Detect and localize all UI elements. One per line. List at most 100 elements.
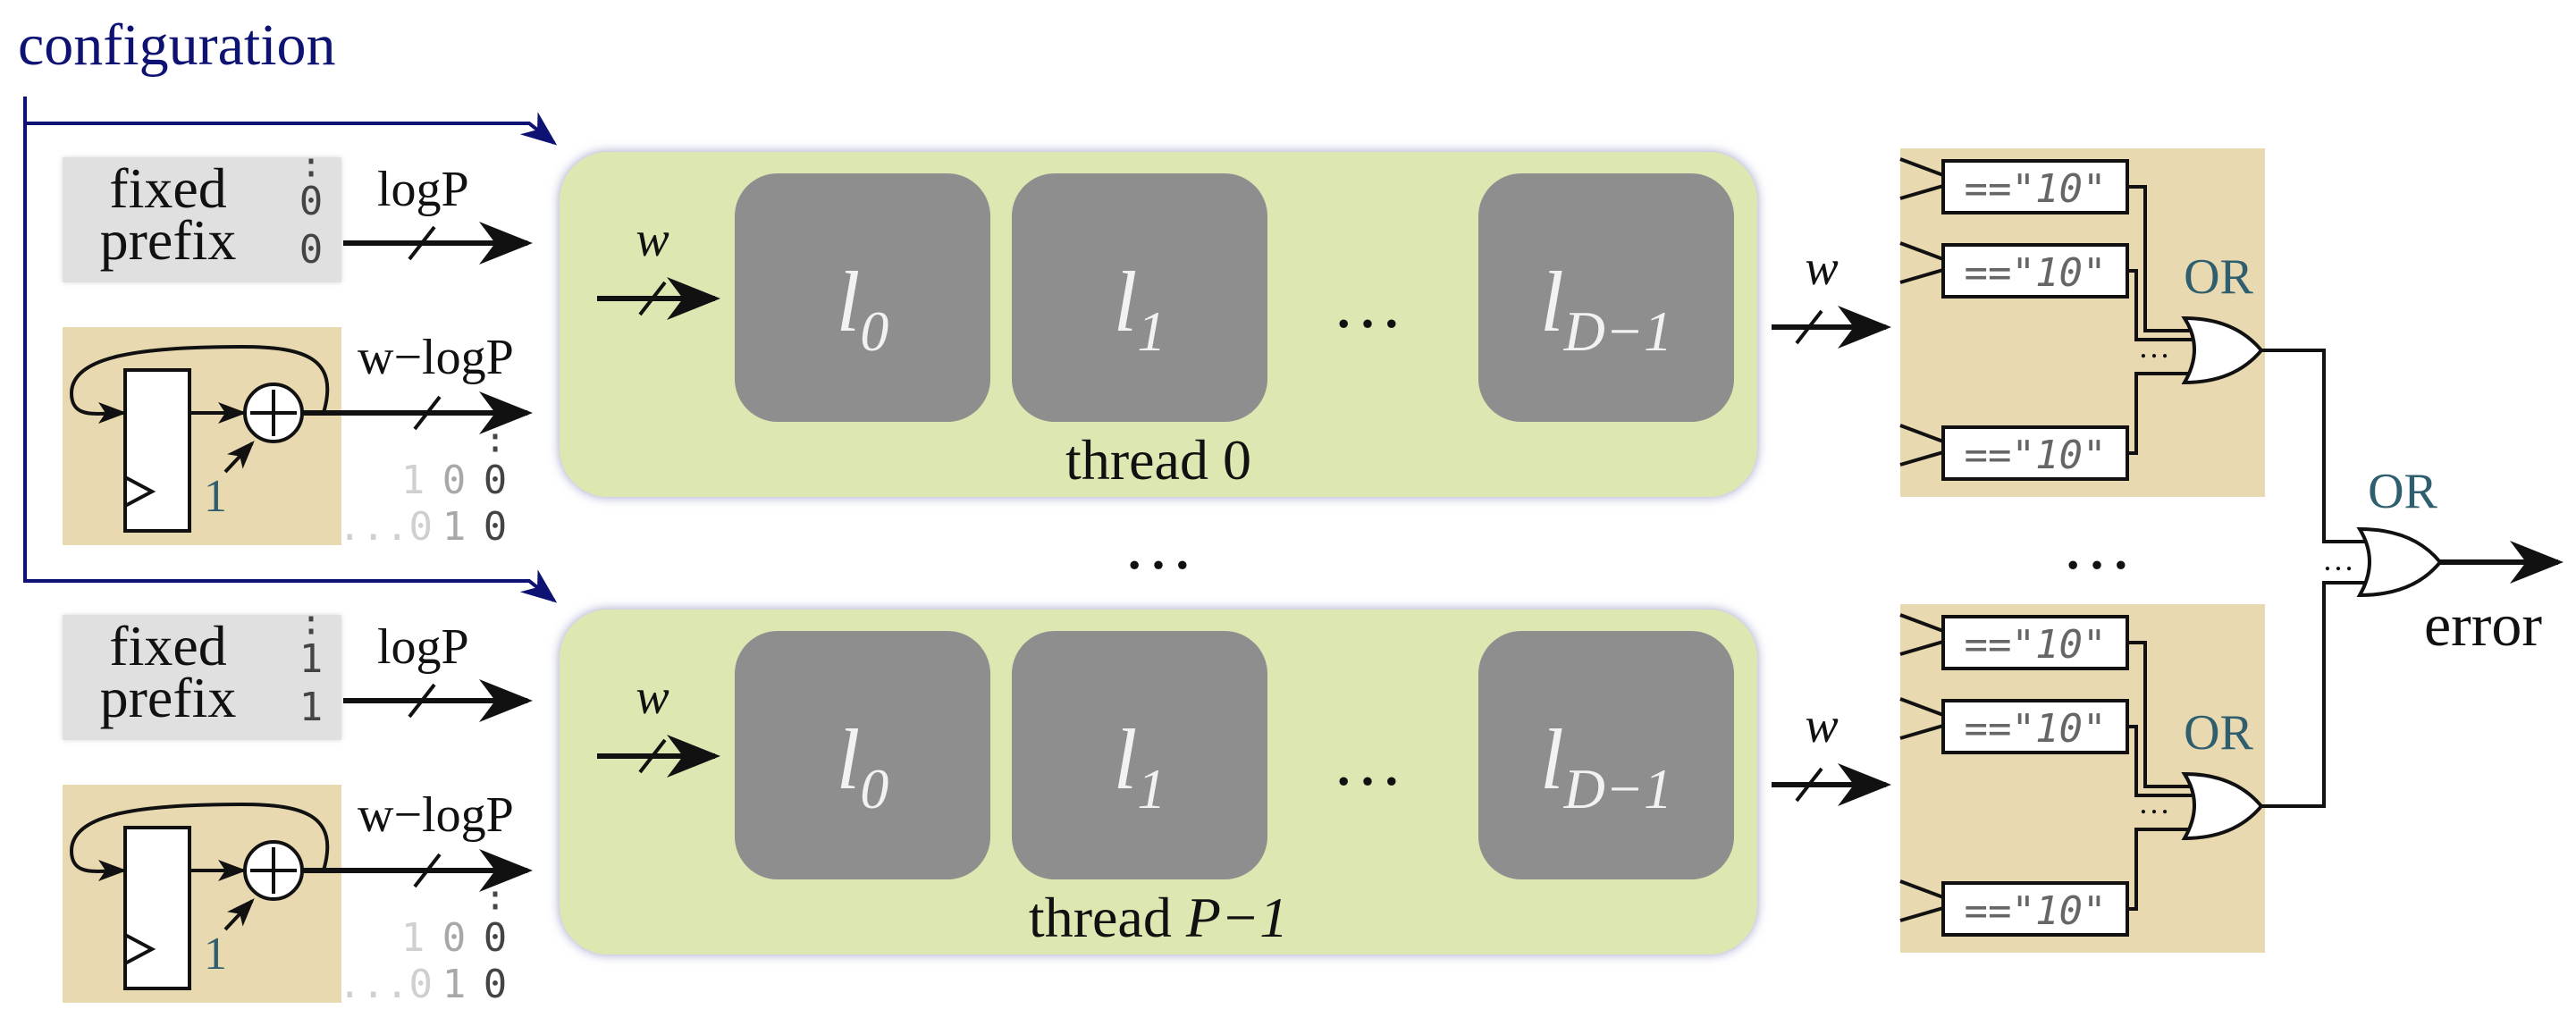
counter-0-dots: ∶ <box>484 422 506 463</box>
fixed-prefix-1-bit-0: 1 <box>299 636 324 682</box>
counter-1: 1 <box>63 785 341 1003</box>
thread-0-lane-last-sub: D−1 <box>1563 299 1672 363</box>
counter-0-row1-bit-0: 1 <box>401 458 425 503</box>
thread-0-wlogp-bus-slash <box>413 395 442 431</box>
fixed-prefix-0: fixed prefix ∶ 0 0 <box>63 147 341 282</box>
checker-0-ellipsis: … <box>2138 329 2170 365</box>
fixed-prefix-0-dots: ∶ <box>300 147 322 188</box>
thread-1-lane-1-base: l <box>1114 711 1138 807</box>
counter-0-row1-bit-1: 0 <box>442 458 467 503</box>
checker-1-or-gate-icon <box>2181 771 2264 841</box>
thread-1-lane-last-sub: D−1 <box>1563 757 1672 820</box>
counter-0: 1 <box>63 327 341 545</box>
thread-1-lane-1: l1 <box>1012 631 1267 879</box>
svg-text:thread P−1: thread P−1 <box>1029 886 1288 949</box>
thread-1-lane-last-base: l <box>1540 711 1564 807</box>
checker-0-or-gate-icon <box>2181 315 2264 385</box>
counter-1-row1-bit-2: 0 <box>484 915 508 961</box>
checker-0-compare-2-text: =="10" <box>1965 433 2107 478</box>
thread-0-label-index: 0 <box>1223 428 1251 492</box>
thread-1-lane-ellipsis: … <box>1332 722 1403 801</box>
thread-0-wlogp-label: w−logP <box>358 330 514 385</box>
thread-0-group: fixed prefix ∶ 0 0 logP 1 w−logP ∶ <box>63 147 2265 550</box>
svg-text:lD−1: lD−1 <box>1540 711 1672 820</box>
threads-ellipsis: … <box>1123 506 1194 584</box>
checker-1-compare-2-text: =="10" <box>1965 888 2107 934</box>
thread-0-lane-1-sub: 1 <box>1137 299 1166 363</box>
thread-1-output-label: w <box>1805 698 1838 753</box>
final-or-gate-icon <box>2356 526 2443 598</box>
checker-0-compare-1-text: =="10" <box>1965 250 2107 296</box>
final-or-label: OR <box>2368 464 2437 519</box>
counter-0-row2-bit-0: ...0 <box>338 504 433 550</box>
counter-0-increment: 1 <box>204 471 227 522</box>
svg-text:l1: l1 <box>1114 711 1166 820</box>
svg-text:l0: l0 <box>837 711 889 820</box>
checker-1-or-label: OR <box>2184 705 2253 761</box>
counter-1-row2-bit-1: 1 <box>442 962 467 1007</box>
fixed-prefix-0-bit-0: 0 <box>299 179 324 224</box>
svg-text:l1: l1 <box>1114 254 1166 363</box>
checker-1-compare-1-text: =="10" <box>1965 706 2107 752</box>
checker-0-compare-0-text: =="10" <box>1965 166 2107 212</box>
thread-0-output-bus-slash <box>1795 309 1823 345</box>
thread-1-logp-label: logP <box>377 619 469 675</box>
thread-0-input-bus-slash <box>638 281 667 316</box>
checker-1-ellipsis: … <box>2138 785 2170 820</box>
counter-0-row2-bit-1: 1 <box>442 504 467 550</box>
checker-0: =="10" =="10" =="10" … OR <box>1899 148 2265 497</box>
fixed-prefix-1-word2: prefix <box>100 666 237 729</box>
checker-0-or-label: OR <box>2184 249 2253 305</box>
thread-1-output-bus-slash <box>1795 767 1823 803</box>
final-or-wire-bottom <box>2261 581 2367 808</box>
thread-1-label-prefix: thread <box>1029 886 1186 949</box>
thread-1-lane-0-base: l <box>837 711 861 807</box>
final-or-ellipsis: … <box>2322 542 2354 577</box>
svg-text:l0: l0 <box>837 254 889 363</box>
configuration-label: configuration <box>18 13 336 78</box>
counter-1-row2-bit-2: 0 <box>484 962 508 1007</box>
fixed-prefix-0-word1: fixed <box>109 156 227 220</box>
counter-1-increment: 1 <box>204 929 227 980</box>
thread-0-input-label: w <box>636 212 669 267</box>
checker-1-compare-0 <box>1941 615 2129 670</box>
svg-text:thread 0: thread 0 <box>1065 428 1251 492</box>
checkers-ellipsis: … <box>2061 506 2133 584</box>
thread-1-input-bus-slash <box>638 738 667 774</box>
thread-0-label-prefix: thread <box>1065 428 1223 492</box>
thread-0-lane-0-base: l <box>837 254 861 349</box>
thread-0-lane-1-base: l <box>1114 254 1138 349</box>
fixed-prefix-1-word1: fixed <box>109 614 227 677</box>
fixed-prefix-1-dots: ∶ <box>300 604 322 645</box>
fixed-prefix-0-bit-1: 0 <box>299 227 324 273</box>
thread-1-lane-last: lD−1 <box>1478 631 1734 879</box>
final-or-wire-top <box>2261 349 2367 543</box>
checker-1-compare-0-text: =="10" <box>1965 622 2107 668</box>
thread-1-label-index: P−1 <box>1185 886 1288 949</box>
counter-1-row1-bit-0: 1 <box>401 915 425 961</box>
checker-0-compare-0 <box>1941 159 2129 214</box>
counter-0-row1-bit-2: 0 <box>484 458 508 503</box>
checker-1: =="10" =="10" =="10" … OR <box>1899 604 2265 953</box>
error-output-label: error <box>2424 591 2542 659</box>
fixed-prefix-1: fixed prefix ∶ 1 1 <box>63 604 341 740</box>
thread-1-lane-0: l0 <box>735 631 990 879</box>
thread-0-lane-last: lD−1 <box>1478 173 1734 422</box>
thread-1-group: fixed prefix ∶ 1 1 logP 1 w−logP ∶ 1 0 0… <box>63 604 2265 1007</box>
thread-0-lane-1: l1 <box>1012 173 1267 422</box>
counter-1-row1-bit-1: 0 <box>442 915 467 961</box>
counter-1-row2-bit-0: ...0 <box>338 962 433 1007</box>
thread-1-lane-0-sub: 0 <box>860 757 888 820</box>
thread-0-output-label: w <box>1805 240 1838 296</box>
thread-1-lane-1-sub: 1 <box>1137 757 1166 820</box>
configuration-wire-bottom <box>23 123 558 603</box>
thread-0-lane-0: l0 <box>735 173 990 422</box>
counter-1-dots: ∶ <box>484 879 506 921</box>
thread-0-lane-0-sub: 0 <box>860 299 888 363</box>
thread-0-lane-ellipsis: … <box>1332 265 1403 343</box>
counter-0-row2-bit-2: 0 <box>484 504 508 550</box>
fixed-prefix-1-bit-1: 1 <box>299 685 324 730</box>
configuration-wire-top <box>23 97 558 146</box>
thread-0-logp-bus-slash <box>408 225 436 261</box>
